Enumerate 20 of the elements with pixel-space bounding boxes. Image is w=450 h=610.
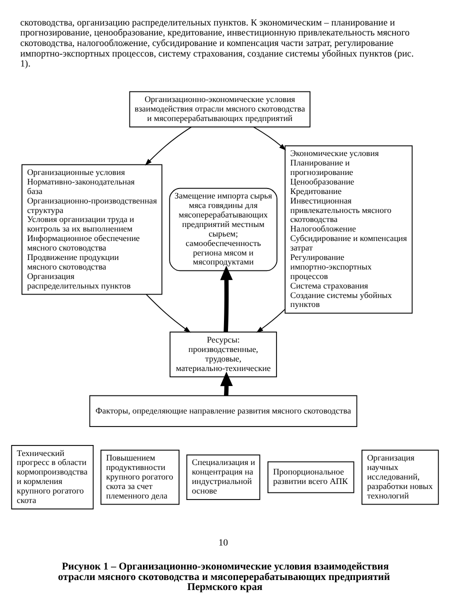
- arrow: [220, 371, 233, 396]
- arrow: [146, 294, 191, 332]
- node-box: Ресурсы: производственные, трудовые, материально-технические: [170, 331, 277, 377]
- node-box: Пропорциональное развитии всего АПК: [268, 460, 354, 493]
- caption: Рисунок 1 – Организационно-экономические условия взаимодействия отрасли мясного скотоводства и мясоперерабатывающих предприятий Пермского края: [58, 561, 390, 593]
- node-box: Повышением продуктивности крупного рогатого скота за счет племенного дела: [100, 449, 180, 504]
- arrow: [220, 265, 233, 332]
- node-box: Организация научных исследований, разработки новых технологий: [362, 449, 439, 504]
- node-box: Замещение импорта сырья мяса говядины для мясоперерабатывающих предприятий местным сырьем; самообеспеченность региона мясом и мясопродуктами: [169, 187, 278, 271]
- node-box: Технический прогресс в области кормопроизводства и кормления крупного рогатого скота: [11, 444, 94, 509]
- node-box: Факторы, определяющие направление развития мясного скотоводства: [89, 394, 358, 426]
- arrow: [256, 308, 286, 332]
- label: скотоводства, организацию распределительных пунктов. К экономическим – планирование и прогнозирование, ценообразование, кредитование, инвестиционную привлекательность мясного скотоводства, налогообложение, субсидирование и компенсация части затрат, регулирование импортно-экспортных процессов, систему страхования, создание системы убойных пунктов (рис. 1).: [20, 18, 414, 70]
- label: 10: [218, 538, 228, 548]
- arrow: [145, 126, 192, 165]
- node-box: Организационно-экономические условия взаимодействия отрасли мясного скотоводства и мясоперерабатывающих предприятий: [129, 90, 310, 127]
- node-box: Экономические условия Планирование и прогнозирование Ценообразование Кредитование Инвестиционная привлекательность мясного скотоводства Налогообложение Субсидирование и компенсация затрат Регулирование импортно-экспортных процессов Система страхования Создание системы убойных пунктов: [284, 144, 413, 314]
- node-box: Специализация и концентрация на индустриальной основе: [186, 454, 260, 500]
- node-box: Организационные условия Нормативно-законодательная база Организационно-производственная структура Условия организации труда и контроль за их выполнением Информационное обеспечение мясного скотоводства Продвижение продукции мясного скотоводства Организация распределительных пунктов: [22, 164, 162, 294]
- arrow: [253, 126, 286, 150]
